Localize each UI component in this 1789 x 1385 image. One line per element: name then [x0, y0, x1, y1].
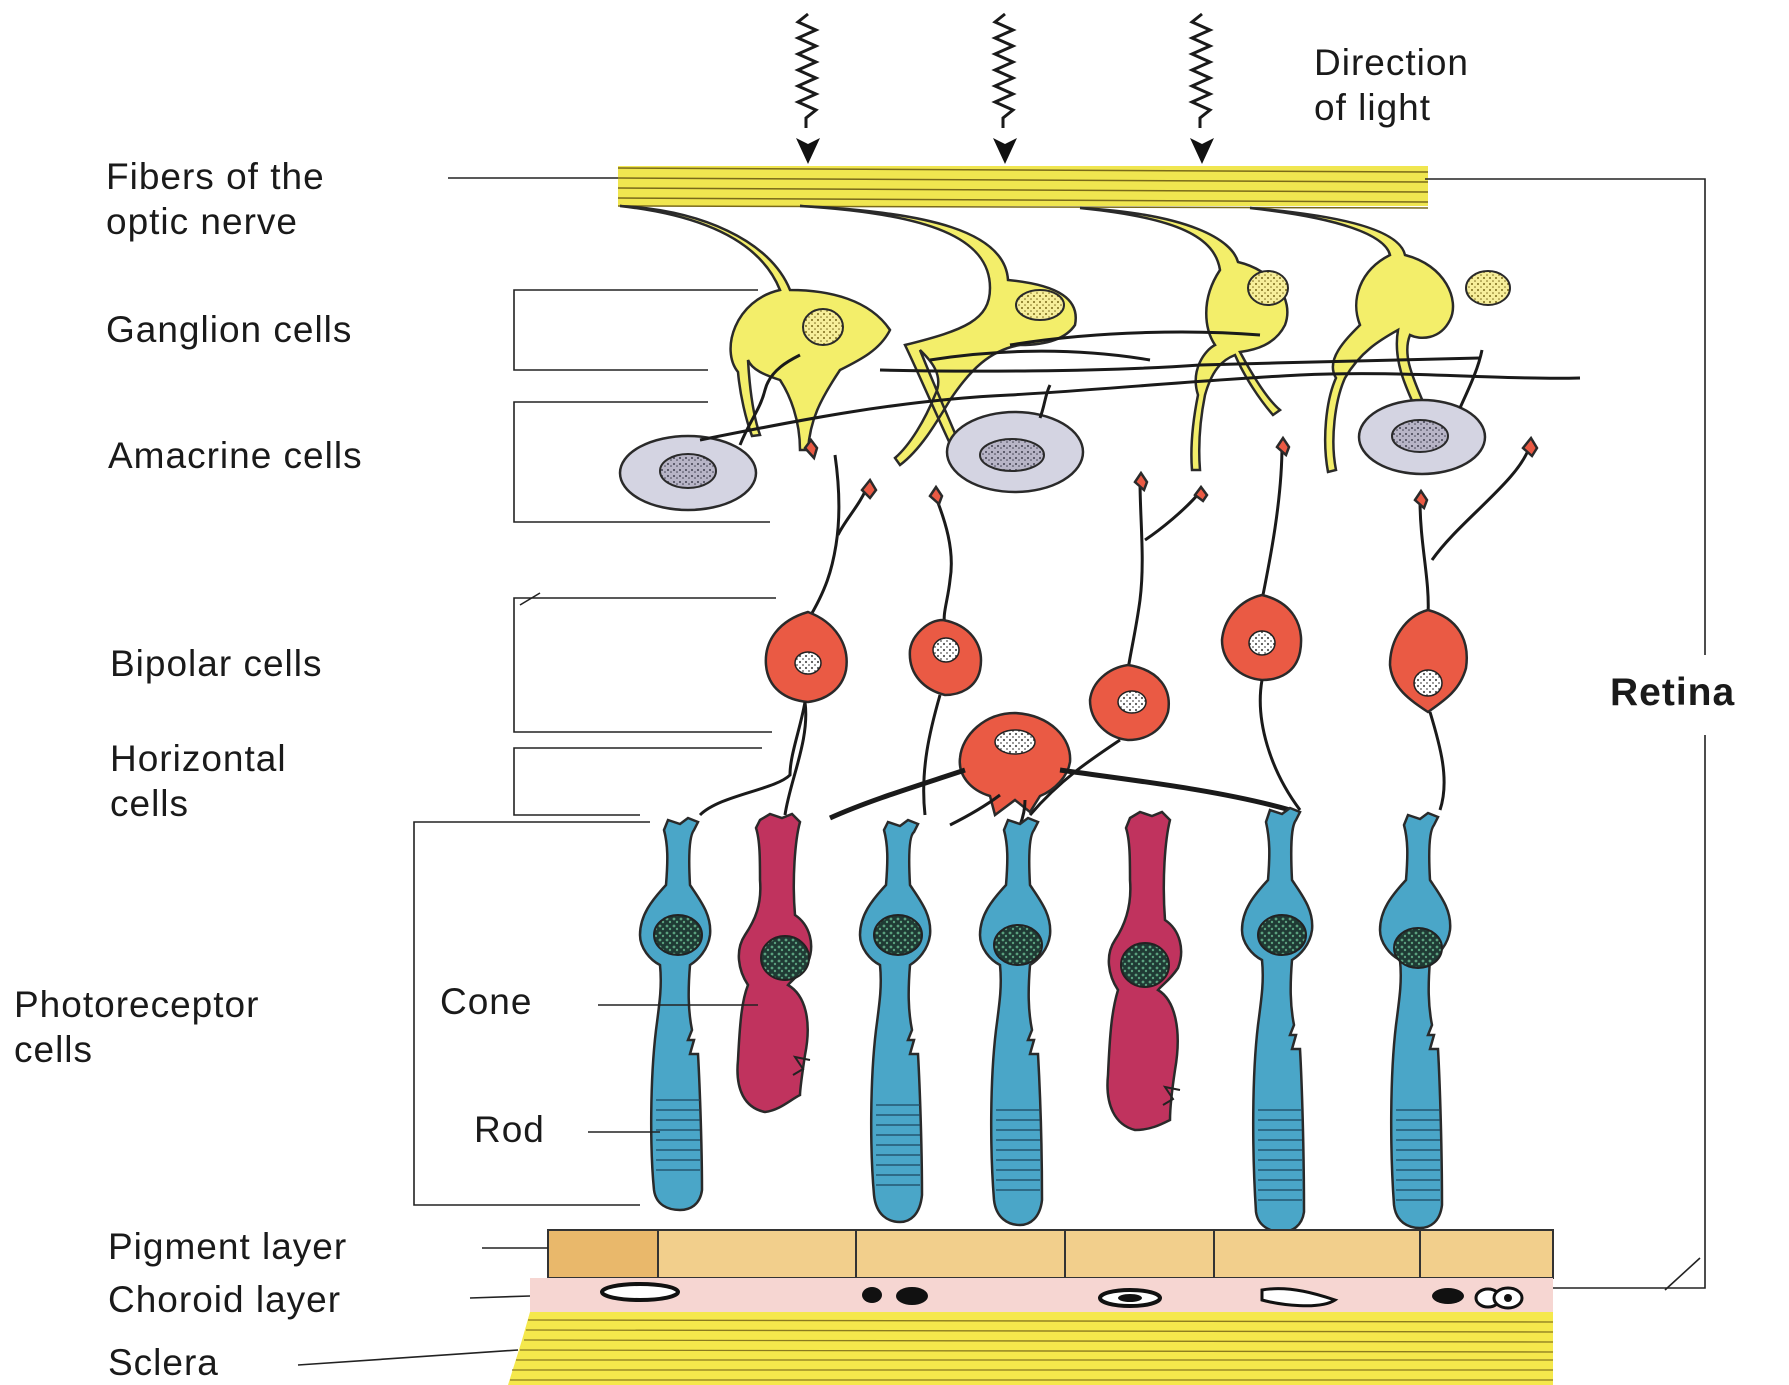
bipolar-cell — [1222, 438, 1301, 810]
light-arrow-3-head — [1190, 138, 1214, 164]
amacrine-label: Amacrine cells — [108, 435, 363, 476]
sclera-layer — [508, 1312, 1553, 1385]
light-arrow-2-head — [993, 138, 1017, 164]
rod-cell — [640, 818, 710, 1210]
horizontal-label-line1: Horizontal — [110, 738, 287, 779]
optic-nerve-label-line2: optic nerve — [106, 201, 298, 242]
light-direction-arrows — [796, 14, 1214, 164]
layer-brackets — [414, 290, 776, 1205]
light-arrow-1-head — [796, 138, 820, 164]
horizontal-label-line2: cells — [110, 783, 189, 824]
light-label-line2: of light — [1314, 87, 1431, 128]
photoreceptor-label-line2: cells — [14, 1029, 93, 1070]
sclera-label: Sclera — [108, 1342, 219, 1383]
bipolar-cell — [1390, 438, 1537, 810]
rod-cell — [1380, 813, 1450, 1228]
horizontal-cell — [830, 713, 1290, 825]
photoreceptor-label-line1: Photoreceptor — [14, 984, 259, 1025]
retina-label: Retina — [1610, 671, 1735, 714]
pigment-label: Pigment layer — [108, 1226, 347, 1267]
light-label-line1: Direction — [1314, 42, 1469, 83]
choroid-layer — [530, 1278, 1553, 1312]
light-arrow-1 — [798, 14, 816, 128]
cone-cell — [1107, 812, 1181, 1130]
light-arrow-3 — [1192, 14, 1210, 128]
bipolar-label: Bipolar cells — [110, 643, 322, 684]
light-arrow-2 — [995, 14, 1013, 128]
pigment-layer — [548, 1230, 1553, 1278]
amacrine-cell — [1359, 350, 1485, 474]
cone-cell — [737, 814, 811, 1112]
optic-nerve-fibers — [618, 166, 1428, 208]
rod-cell — [860, 820, 930, 1222]
rod-cell — [1242, 808, 1312, 1232]
ganglion-label: Ganglion cells — [106, 309, 352, 350]
retina-bracket — [1425, 179, 1705, 1290]
cone-label: Cone — [440, 981, 532, 1022]
rod-discs — [656, 1100, 1440, 1200]
rod-label: Rod — [474, 1109, 545, 1150]
photoreceptor-cells — [640, 808, 1450, 1232]
ganglion-cell — [1080, 208, 1288, 470]
optic-nerve-label-line1: Fibers of the — [106, 156, 325, 197]
choroid-label: Choroid layer — [108, 1279, 341, 1320]
bipolar-cells — [700, 438, 1537, 815]
rod-cell — [980, 818, 1050, 1225]
amacrine-cell — [947, 385, 1083, 492]
